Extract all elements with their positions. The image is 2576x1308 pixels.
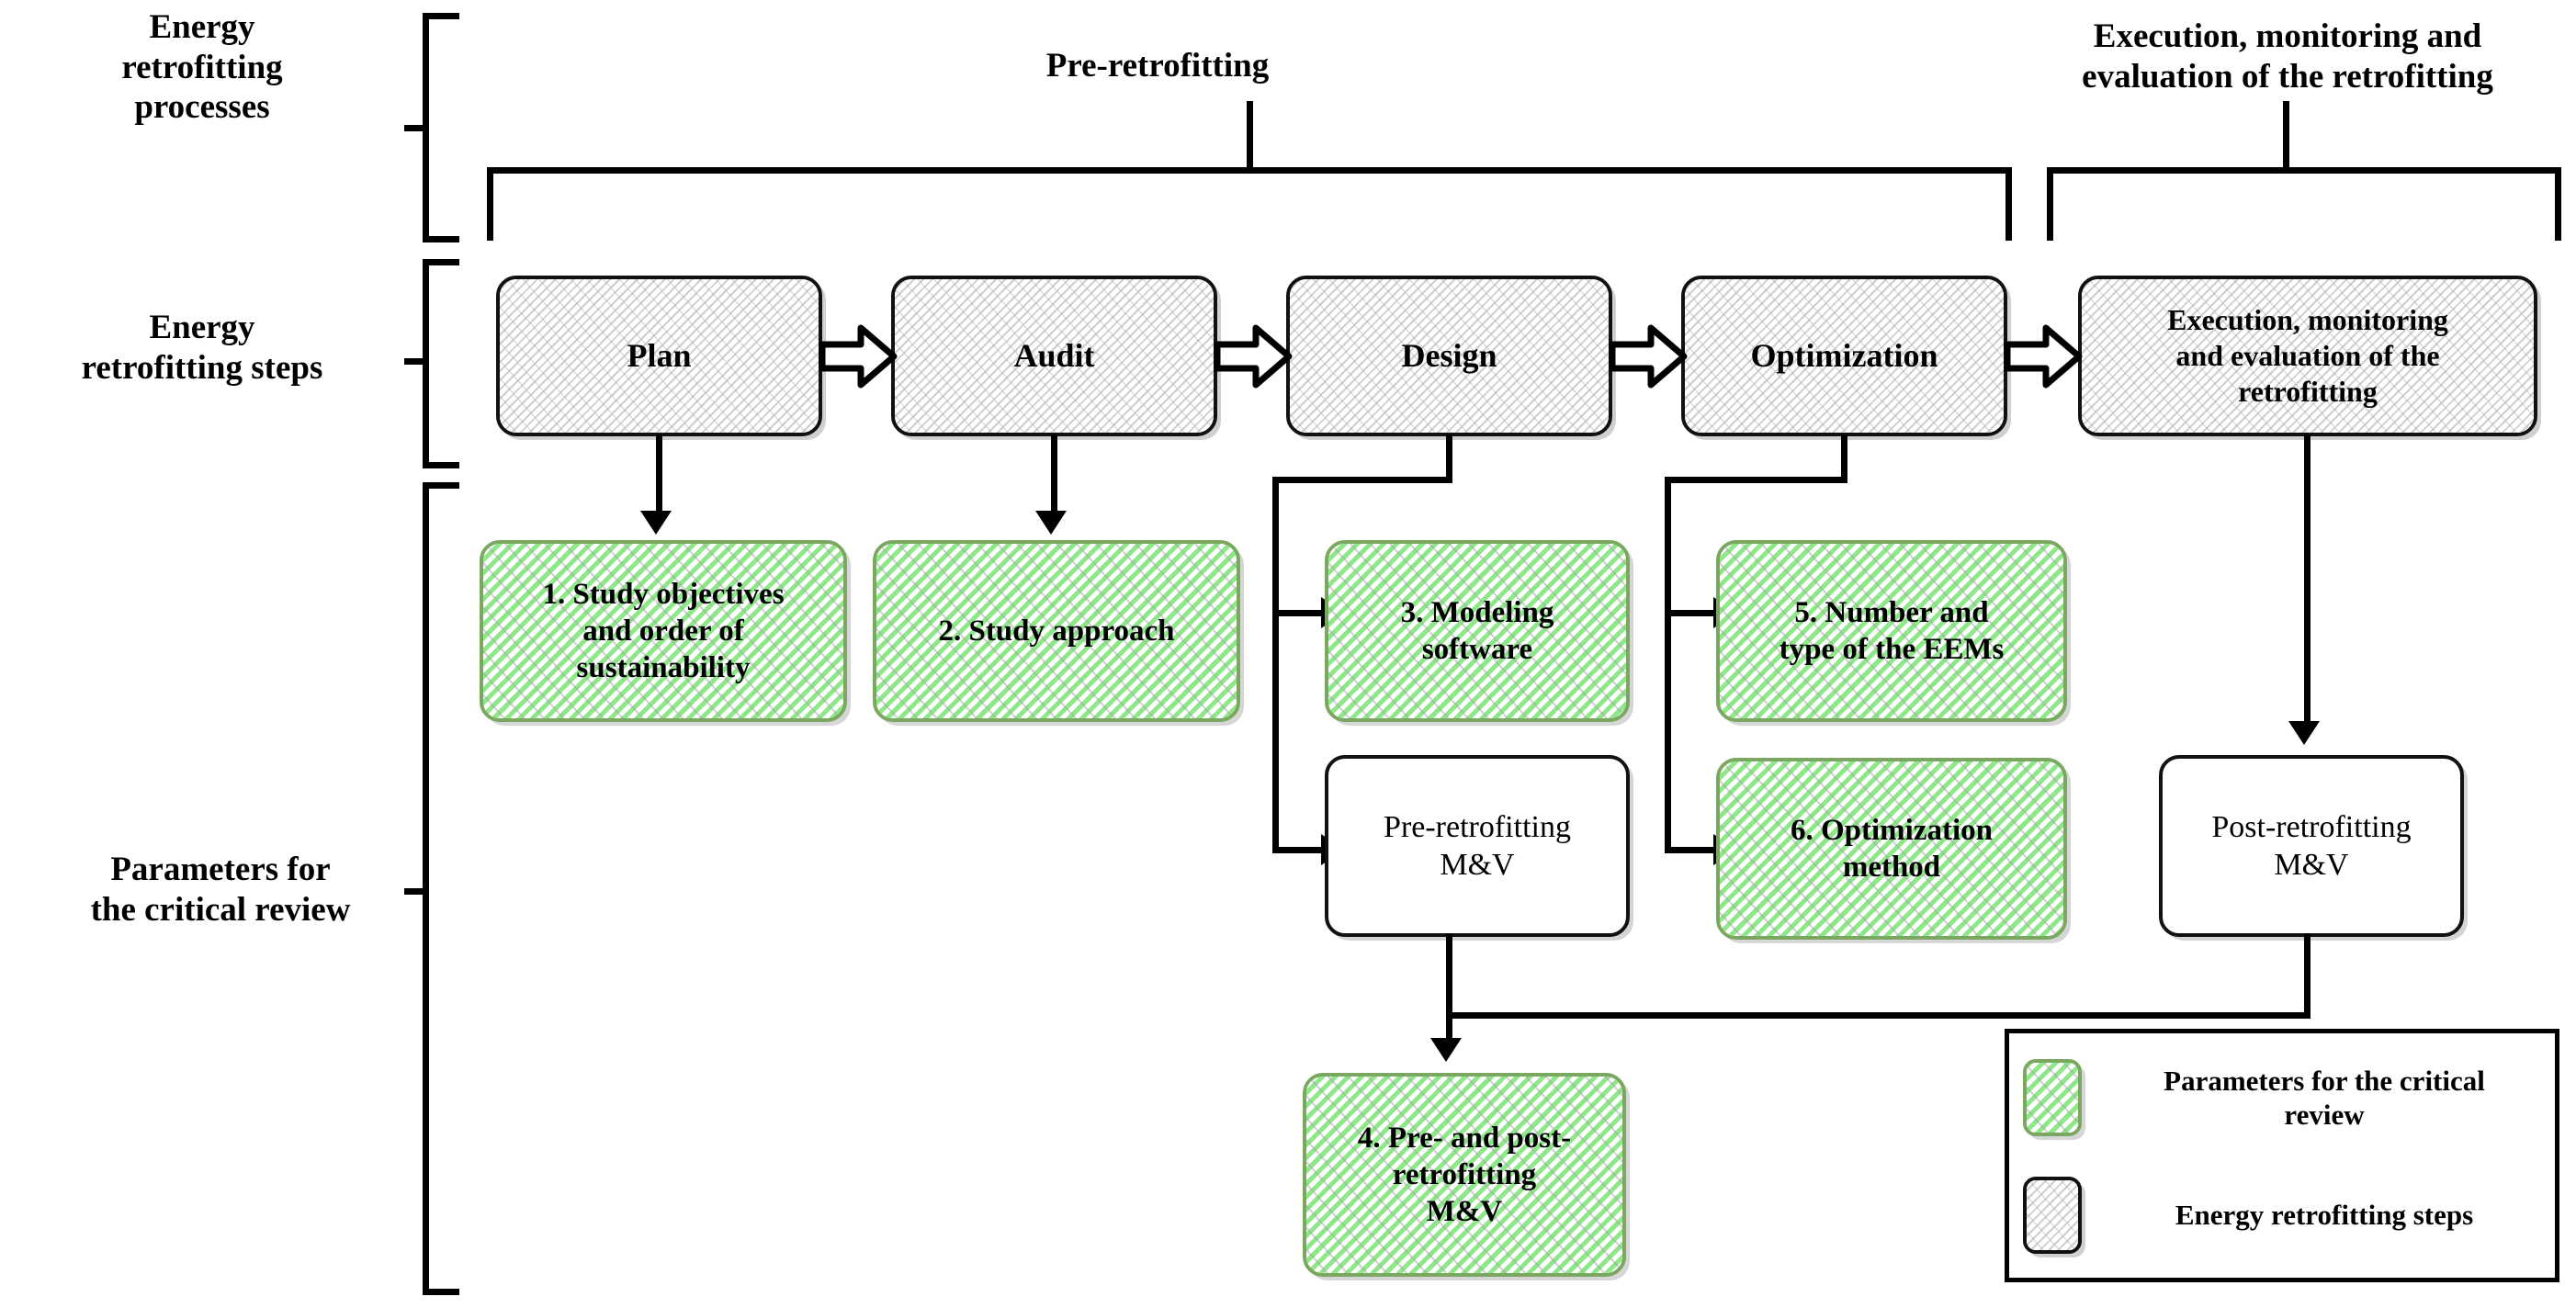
box-shell bbox=[2023, 1177, 2082, 1254]
box-shell bbox=[1303, 1073, 1626, 1277]
phase-label-pre-retrofitting: Pre-retrofitting bbox=[1045, 47, 1270, 85]
chevron-arrow-plan-to-audit bbox=[819, 324, 898, 389]
box-shell bbox=[1325, 755, 1630, 937]
step-box-design[interactable]: Design bbox=[1286, 276, 1612, 436]
box-shell bbox=[2078, 276, 2537, 436]
box-shell bbox=[2023, 1059, 2082, 1136]
legend-panel bbox=[2005, 1029, 2559, 1282]
box-shell bbox=[2159, 755, 2464, 937]
step-label: Plan bbox=[627, 336, 692, 374]
chevron-arrow-design-to-optimization bbox=[1609, 324, 1688, 389]
box-shell bbox=[480, 540, 847, 722]
step-box-plan[interactable]: Plan bbox=[496, 276, 822, 436]
parameter-box-2[interactable]: 2. Study approach bbox=[873, 540, 1240, 722]
box-shell bbox=[891, 276, 1217, 436]
step-box-audit[interactable]: Audit bbox=[891, 276, 1217, 436]
box-shell bbox=[873, 540, 1240, 722]
step-label: Design bbox=[1401, 336, 1497, 374]
box-shell bbox=[1716, 758, 2067, 940]
box-shell bbox=[496, 276, 822, 436]
step-box-optimization[interactable]: Optimization bbox=[1681, 276, 2007, 436]
chevron-arrow-audit-to-design bbox=[1214, 324, 1293, 389]
parameter-label: 2. Study approach bbox=[938, 614, 1175, 648]
bracket-parameters bbox=[404, 482, 459, 1295]
box-shell bbox=[1286, 276, 1612, 436]
legend-swatch-green-hatched bbox=[2023, 1059, 2082, 1136]
step-label: Audit bbox=[1013, 336, 1095, 374]
box-shell bbox=[1325, 540, 1630, 722]
chevron-arrow-optimization-to-execution bbox=[2004, 324, 2083, 389]
step-label: Optimization bbox=[1750, 336, 1938, 374]
legend-swatch-grey-hatched bbox=[2023, 1177, 2082, 1254]
legend-item-steps: Energy retrofitting steps bbox=[2023, 1165, 2547, 1266]
box-shell bbox=[1716, 540, 2067, 722]
bracket-processes bbox=[404, 13, 459, 242]
legend-label: Energy retrofitting steps bbox=[2175, 1199, 2474, 1232]
bracket-steps bbox=[404, 259, 459, 468]
